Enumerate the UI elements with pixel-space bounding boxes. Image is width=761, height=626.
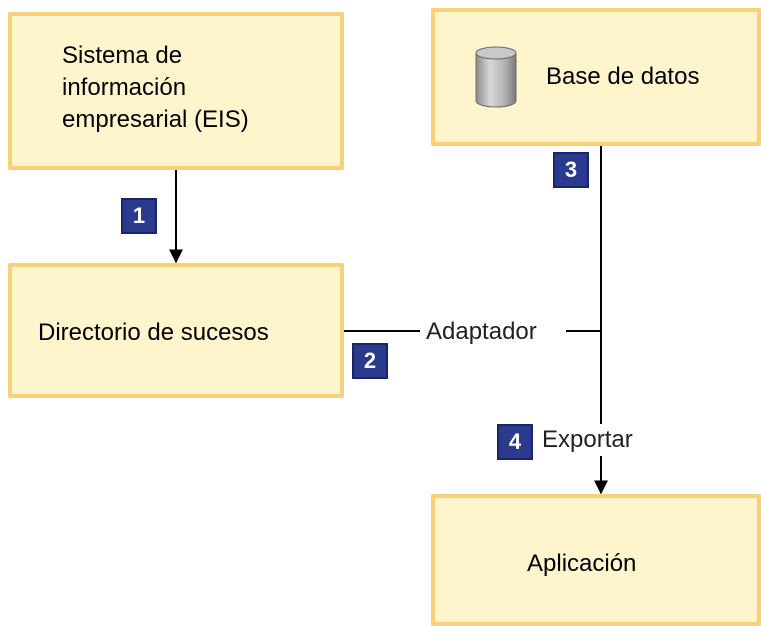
event-directory-box: Directorio de sucesos (8, 263, 344, 398)
step-badge-4: 4 (497, 424, 533, 460)
event-directory-label: Directorio de sucesos (38, 319, 269, 346)
step-badge-3: 3 (553, 152, 589, 188)
application-box: Aplicación (431, 494, 761, 626)
eis-label-line-1: Sistema de (62, 42, 183, 69)
database-label: Base de datos (546, 63, 700, 90)
eis-label-line-2: información (62, 74, 187, 101)
step-badge-1: 1 (121, 198, 157, 234)
eis-label-line-3: empresarial (EIS) (62, 106, 249, 133)
application-label: Aplicación (527, 550, 637, 577)
adapter-label: Adaptador (422, 316, 541, 348)
eis-label: Sistema de información empresarial (EIS) (62, 40, 342, 136)
database-icon (475, 46, 517, 108)
database-box: Base de datos (431, 8, 761, 146)
step-badge-2: 2 (352, 343, 388, 379)
eis-box: Sistema de información empresarial (EIS) (8, 12, 344, 170)
export-label: Exportar (542, 424, 633, 456)
